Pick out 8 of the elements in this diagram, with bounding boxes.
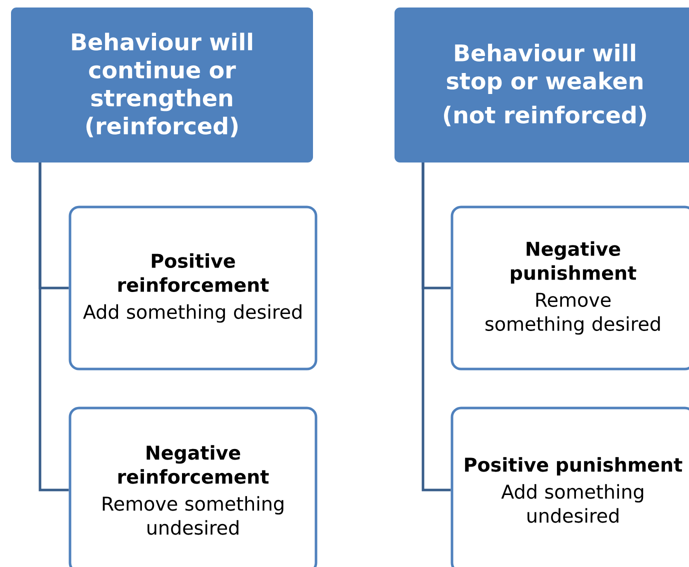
- outcome-box: Positive reinforcement Add something desired: [68, 206, 318, 370]
- category-box: Behaviour will continue or strengthen (reinforced): [11, 8, 313, 162]
- outcome-box: Negative punishment Remove something desired: [450, 206, 689, 370]
- connector-line: [38, 162, 69, 492]
- outcome-box: Positive punishment Add something undesired: [450, 406, 689, 567]
- outcome-box: Negative reinforcement Remove something undesired: [68, 406, 318, 567]
- connector-line: [422, 162, 451, 492]
- category-box: Behaviour will stop or weaken (not reinforced): [394, 8, 689, 162]
